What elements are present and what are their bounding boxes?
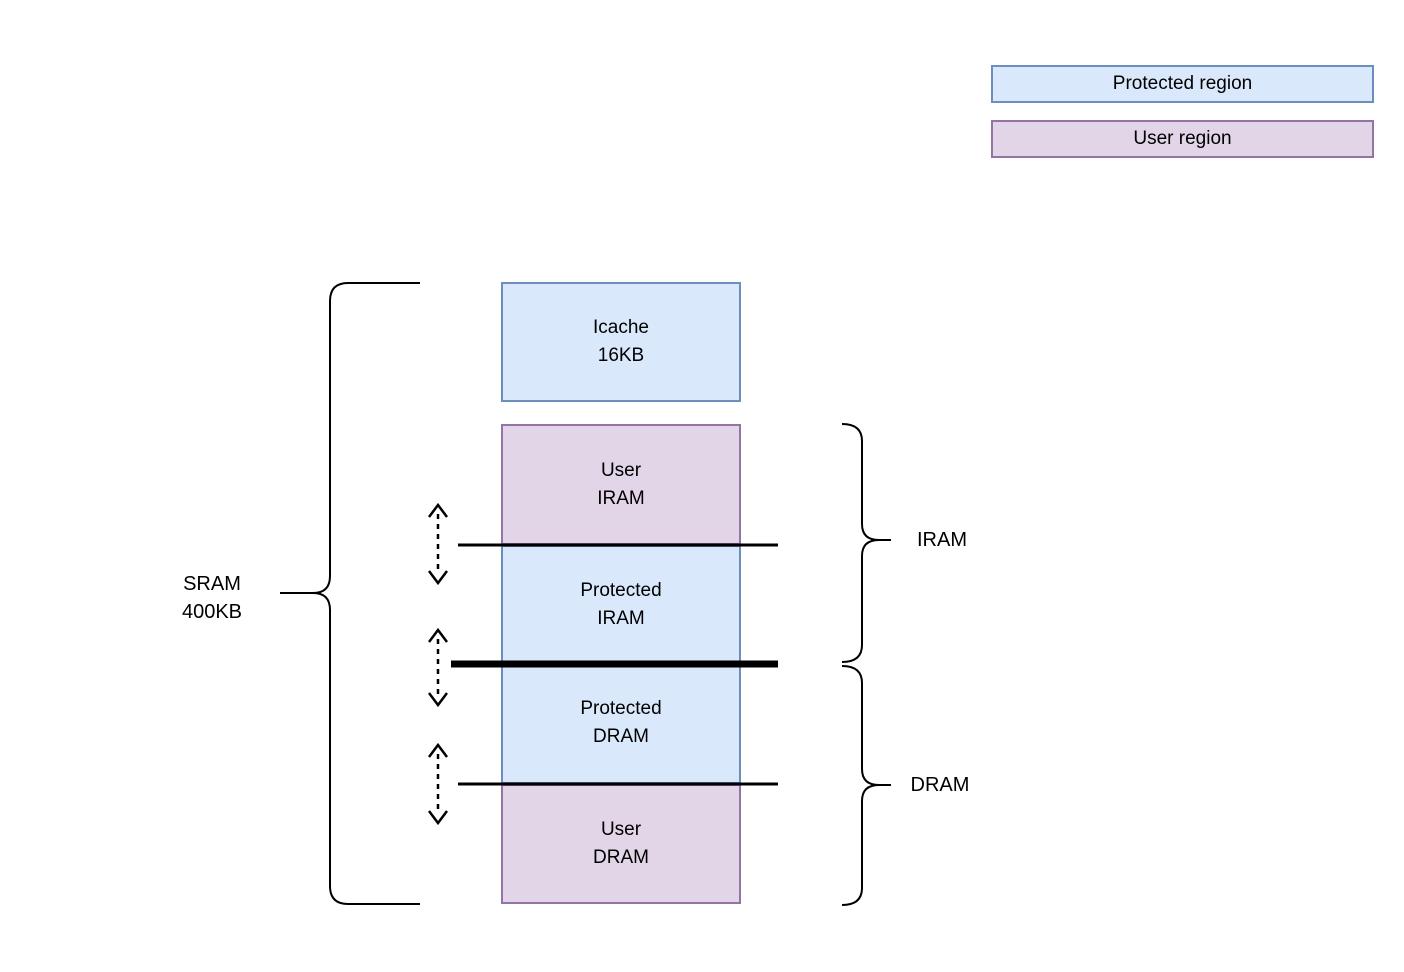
legend-user-region: User region [991, 120, 1374, 158]
resize-arrow-iram-dram-boundary [428, 627, 448, 708]
legend-user-label: User region [1133, 128, 1232, 149]
region-label: Protected [580, 580, 662, 601]
region-label: DRAM [593, 725, 649, 747]
region-protected-iram: Protected IRAM [501, 545, 741, 663]
region-label: User [600, 819, 642, 840]
sram-total-label: SRAM 400KB [150, 570, 274, 626]
region-label: IRAM [597, 487, 645, 509]
icache-box: Icache 16KB [501, 282, 741, 402]
region-user-dram: User DRAM [501, 784, 741, 904]
region-label: IRAM [597, 608, 645, 629]
region-user-iram: User IRAM [501, 424, 741, 545]
region-label: User [600, 459, 642, 481]
icache-name: Icache [593, 317, 649, 338]
region-protected-dram: Protected DRAM [501, 663, 741, 784]
resize-arrow-iram-boundary [428, 502, 448, 586]
icache-size: 16KB [597, 345, 645, 366]
iram-group-label: IRAM [917, 529, 967, 551]
legend-protected-label: Protected region [1112, 73, 1253, 94]
iram-brace [841, 423, 880, 663]
legend-protected-region: Protected region [991, 65, 1374, 103]
region-label: Protected [580, 697, 662, 719]
sram-label-line2: 400KB [181, 601, 243, 623]
region-label: DRAM [593, 847, 649, 868]
sram-brace [312, 282, 420, 905]
dram-brace [841, 665, 880, 906]
resize-arrow-dram-boundary [428, 742, 448, 826]
dram-group-label: DRAM [910, 774, 970, 796]
sram-label-line1: SRAM [183, 573, 241, 595]
